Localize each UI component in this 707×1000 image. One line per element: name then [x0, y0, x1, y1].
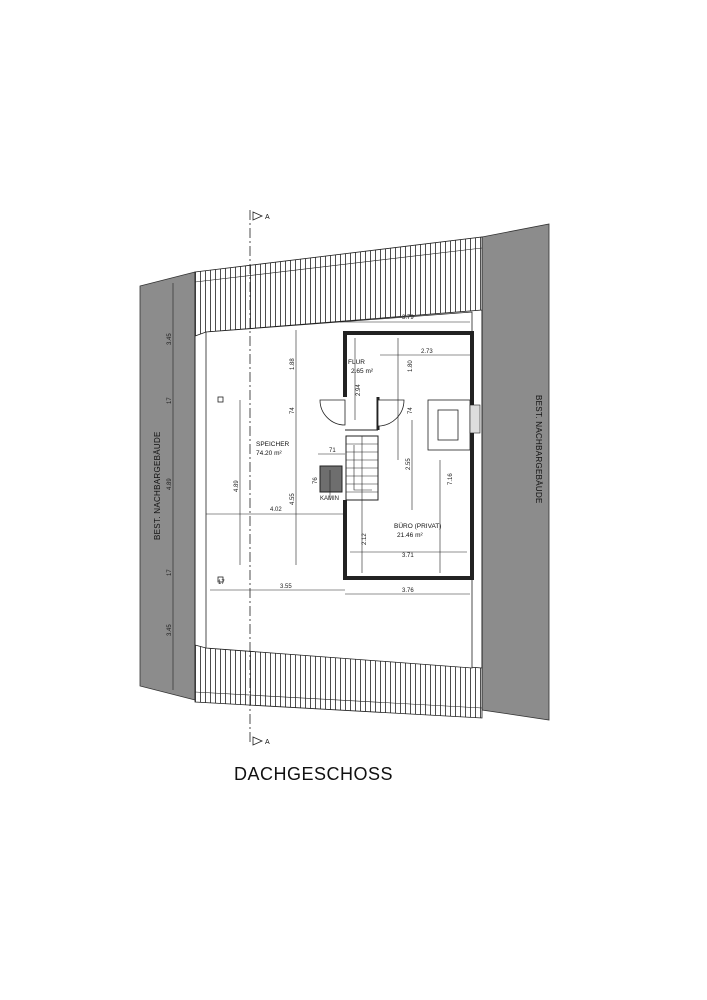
dim-buero-width: 3.71: [402, 553, 414, 559]
section-marker-top: A: [265, 214, 270, 221]
dim-buero-mid: 2.55: [406, 458, 412, 470]
dim-kamin-height: 76: [313, 477, 319, 484]
dimension-labels: 3.79 2.73 4.02 3.71 3.55 3.76 17 71 4.89…: [167, 315, 454, 636]
room-flur-name: FLUR: [348, 359, 365, 366]
column-bottom: [217, 576, 224, 583]
desk: [427, 399, 481, 451]
chimney: KAMIN: [319, 465, 343, 502]
dim-speicher-top: 1.88: [290, 358, 296, 370]
section-marker-bottom: A: [265, 739, 270, 746]
dim-left-bottom: 3.45: [167, 624, 173, 636]
dim-speicher-height: 4.55: [290, 493, 296, 505]
room-flur-area: 2.65 m²: [351, 368, 374, 375]
dimension-lines: [172, 283, 470, 690]
dim-kamin-width: 71: [329, 448, 336, 454]
door-speicher: [319, 399, 346, 426]
dim-left-top: 3.45: [167, 333, 173, 345]
kamin-label: KAMIN: [320, 496, 339, 502]
staircase: [345, 435, 379, 501]
roof-top: [194, 236, 483, 337]
dim-buero-bottom: 2.12: [362, 533, 368, 545]
dim-buero-top: 1.80: [408, 360, 414, 372]
dim-bottom-offset: 17: [218, 580, 225, 586]
room-speicher-name: SPEICHER: [256, 441, 290, 448]
dim-left-mid: 4.89: [167, 478, 173, 490]
dim-left-mid1: 17: [167, 397, 173, 404]
dim-buero-wall: 74: [408, 407, 414, 414]
neighbor-label-right: BEST. NACHBARGEBÄUDE: [534, 395, 543, 504]
neighbor-building-right: BEST. NACHBARGEBÄUDE: [481, 223, 550, 721]
column-top: [217, 396, 224, 403]
room-speicher-area: 74.20 m²: [256, 450, 282, 457]
section-line-a: A A: [249, 210, 270, 746]
dim-speicher-width: 4.02: [270, 507, 282, 513]
dim-flur-height: 2.94: [356, 384, 362, 396]
door-buero: [377, 399, 405, 427]
dim-bottom-left: 3.55: [280, 584, 292, 590]
dim-top-width: 3.79: [402, 315, 414, 321]
dim-flur-width: 2.73: [421, 349, 433, 355]
neighbor-label-left: BEST. NACHBARGEBÄUDE: [153, 431, 162, 540]
room-buero-name: BÜRO (PRIVAT): [394, 522, 441, 530]
drawing-title: DACHGESCHOSS: [234, 764, 393, 784]
dim-bottom-right: 3.76: [402, 588, 414, 594]
room-buero-area: 21.46 m²: [397, 532, 423, 539]
dim-speicher-wall: 74: [290, 407, 296, 414]
dim-left-mid2: 17: [167, 569, 173, 576]
dim-speicher-length: 4.89: [234, 480, 240, 492]
dim-buero-height: 7.16: [448, 473, 454, 485]
